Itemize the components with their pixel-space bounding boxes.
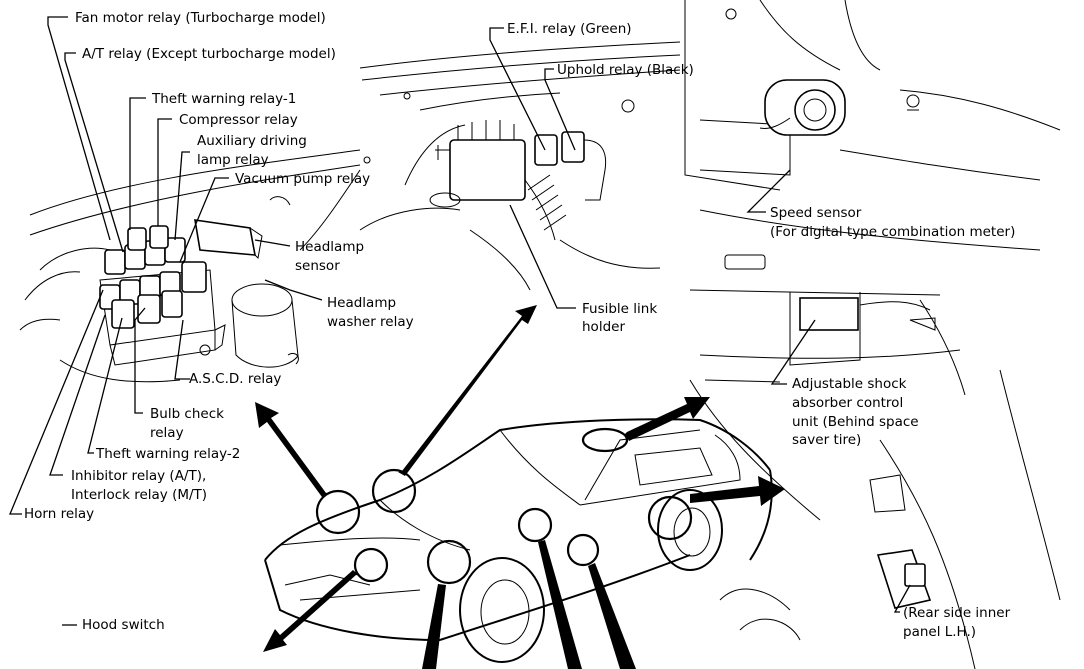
label-hood-switch: Hood switch [82,617,165,633]
label-fusible-link-2: holder [582,319,625,335]
label-vacuum-pump-relay: Vacuum pump relay [235,171,370,187]
circle-efi [371,468,417,514]
leader-lines [9,16,911,626]
circle-door [517,507,553,543]
label-rear-panel-1: (Rear side inner [903,605,1011,621]
uphold-relay-black [561,131,585,163]
label-compressor-relay: Compressor relay [179,112,298,128]
left-engine-compartment [19,149,361,383]
arrow-to-shock-unit [690,476,785,506]
label-shock-unit-1: Adjustable shock [792,376,907,392]
efi-relay-block [449,139,526,201]
circle-relay-box [315,489,361,535]
rear-wheel [657,489,723,571]
callout-labels: Fan motor relay (Turbocharge model) A/T … [24,10,1015,640]
label-shock-unit-2: absorber control [792,395,903,411]
front-wheel [459,557,545,663]
label-rear-panel-2: panel L.H.) [903,624,976,640]
relay-bank [99,225,207,329]
label-speed-sensor-1: Speed sensor [770,205,862,221]
arrow-to-speed-sensor [625,397,710,441]
top-center-compartment [359,41,681,291]
label-speed-sensor-2: (For digital type combination meter) [770,224,1015,240]
label-fusible-link-1: Fusible link [582,301,657,317]
rear-inner-panel-area [689,369,1061,669]
label-headlamp-sensor-1: Headlamp [295,239,364,255]
label-headlamp-washer-1: Headlamp [327,295,396,311]
headlamp-sensor-body [194,219,256,256]
arrow-down-1 [422,584,446,669]
speed-sensor-area [684,0,1061,270]
arrow-to-relay-box [255,402,330,497]
label-headlamp-washer-2: washer relay [327,314,414,330]
relay-box [99,219,263,366]
label-uphold-relay: Uphold relay (Black) [557,62,694,78]
label-horn-relay: Horn relay [24,506,94,522]
label-auxiliary-driving-1: Auxiliary driving [197,133,307,149]
shock-control-unit [799,297,859,331]
arrow-down-3 [588,563,636,669]
label-fan-motor-relay: Fan motor relay (Turbocharge model) [75,10,326,26]
label-theft-warning-relay-2: Theft warning relay-2 [95,446,240,462]
label-ascd-relay: A.S.C.D. relay [189,371,281,387]
label-theft-warning-relay-1: Theft warning relay-1 [151,91,296,107]
arrow-to-hood-switch [263,570,360,652]
arrow-to-efi [398,305,537,476]
label-inhibitor-relay-2: Interlock relay (M/T) [71,487,207,503]
circle-rear [647,495,693,541]
circle-door-lower [566,533,600,567]
label-inhibitor-relay-1: Inhibitor relay (A/T), [71,468,206,484]
shock-absorber-area [689,289,966,396]
location-circles [315,427,693,585]
car-outline [264,418,773,663]
label-shock-unit-3: unit (Behind space [792,414,919,430]
efi-relay-green [534,134,558,166]
circle-hood-switch [353,547,389,583]
label-shock-unit-4: saver tire) [792,432,861,448]
label-at-relay: A/T relay (Except turbocharge model) [82,46,336,62]
label-bulb-check-1: Bulb check [150,406,224,422]
label-efi-relay: E.F.I. relay (Green) [507,21,632,37]
label-headlamp-sensor-2: sensor [295,258,340,274]
circle-front-lower [426,539,472,585]
label-auxiliary-driving-2: lamp relay [197,152,269,168]
label-bulb-check-2: relay [150,425,184,441]
circle-roof [581,427,629,453]
arrow-down-2 [538,540,582,669]
pointer-arrows [255,305,785,669]
